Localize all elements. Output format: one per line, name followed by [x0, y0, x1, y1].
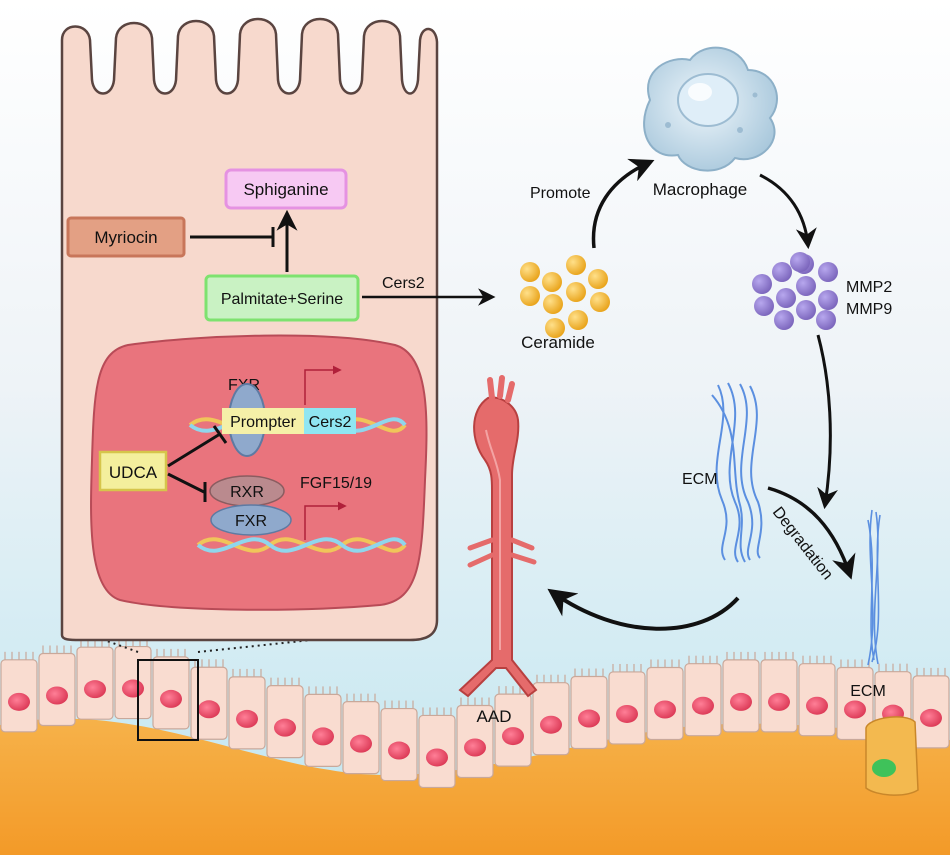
degradation-arrow [767, 486, 856, 580]
epithelial-cell [152, 648, 190, 730]
prompter-label: Prompter [230, 414, 296, 431]
epithelial-cell [722, 651, 760, 733]
epithelial-cell [418, 707, 456, 789]
ceramide-molecule [566, 282, 586, 302]
mmp2-label: MMP2 [846, 279, 892, 296]
promote-arrow [591, 158, 655, 249]
epithelial-cell [266, 677, 304, 759]
udca-inhibit-fxr-bar [212, 425, 228, 444]
epithelial-cell [380, 700, 418, 782]
ecm-to-aad-arrow [547, 588, 740, 631]
palmitate-serine-box [204, 274, 360, 322]
epithelial-cell [114, 638, 152, 720]
epithelial-cell [76, 639, 114, 720]
ecm-degraded-label: ECM [850, 683, 886, 700]
mmp-molecule [796, 300, 816, 320]
ecm-fibers-intact [711, 382, 763, 563]
mmp-molecule [754, 296, 774, 316]
transcription-arrow-bottom [304, 501, 347, 540]
ceramide-cluster [520, 255, 610, 338]
epithelial-cell [608, 663, 646, 745]
macrophage-to-mmp-arrow [759, 173, 817, 250]
mmp-cluster [752, 252, 838, 330]
sphiganine-box [224, 168, 348, 210]
goblet-cell [865, 716, 919, 796]
macrophage-icon [643, 46, 778, 172]
prompter-box [222, 408, 304, 434]
udca-inhibit-rxr-line [167, 472, 205, 494]
mmp-molecule [772, 262, 792, 282]
epithelial-cell [532, 674, 570, 756]
epithelial-cell [684, 655, 722, 737]
myriocin-label: Myriocin [94, 228, 157, 247]
mmp-molecule [816, 310, 836, 330]
ceramide-label: Ceramide [521, 333, 595, 352]
ceramide-molecule [543, 294, 563, 314]
ceramide-molecule [542, 272, 562, 292]
sphiganine-label: Sphiganine [243, 180, 328, 199]
myriocin-box [66, 216, 186, 258]
epithelial-cell [228, 668, 266, 750]
epithelial-cell [570, 668, 608, 750]
epithelial-cell [836, 659, 874, 741]
cers2-gene-label: Cers2 [309, 414, 352, 431]
cers2-gene-box [304, 408, 356, 434]
epithelial-cell [798, 655, 836, 737]
ceramide-molecule [566, 255, 586, 275]
ecm-fibers-degraded [867, 509, 881, 666]
nucleus [90, 334, 428, 611]
mmp-molecule [818, 262, 838, 282]
mmp-molecule [774, 310, 794, 330]
tissue-layer [0, 718, 950, 855]
udca-label: UDCA [109, 463, 158, 482]
epithelial-cell [342, 693, 380, 775]
epithelial-cell [912, 667, 950, 749]
epithelial-cell [646, 659, 684, 741]
fxr-bottom-oval [210, 504, 292, 536]
epithelial-cell [494, 686, 532, 767]
mmp-molecule [818, 290, 838, 310]
ceramide-molecule [588, 269, 608, 289]
udca-inhibit-fxr-line [167, 432, 221, 468]
dna-strand-bottom [196, 537, 407, 553]
palmitate-serine-label: Palmitate+Serine [221, 291, 343, 308]
epithelial-cell [456, 697, 494, 779]
zoom-box [137, 659, 199, 741]
epithelial-cell [760, 651, 798, 733]
fgf-label: FGF15/19 [300, 475, 372, 492]
ceramide-molecule [520, 262, 540, 282]
epithelial-cell [304, 686, 342, 767]
mmp-to-ecm-arrow [816, 334, 838, 510]
ceramide-molecule [568, 310, 588, 330]
mmp-molecule [790, 252, 810, 272]
ceramide-molecule [520, 286, 540, 306]
ceramide-molecule [545, 318, 565, 338]
cers2-arrow-label: Cers2 [382, 275, 425, 292]
aorta-icon [458, 375, 538, 698]
macrophage-label: Macrophage [653, 180, 748, 199]
mmp-molecule [776, 288, 796, 308]
mmp9-label: MMP9 [846, 301, 892, 318]
epithelial-cell [0, 651, 38, 733]
epithelial-cell [38, 645, 76, 727]
mmp-molecule [796, 276, 816, 296]
ceramide-molecule [590, 292, 610, 312]
mmp-molecule [752, 274, 772, 294]
fxr-bottom-label: FXR [235, 513, 267, 530]
transcription-arrow-top [304, 365, 342, 405]
ecm-intact-label: ECM [682, 471, 718, 488]
aad-label: AAD [477, 707, 512, 726]
promote-label: Promote [530, 185, 591, 202]
rxr-label: RXR [230, 484, 264, 501]
epithelial-cell [190, 659, 228, 740]
udca-box [98, 450, 168, 492]
